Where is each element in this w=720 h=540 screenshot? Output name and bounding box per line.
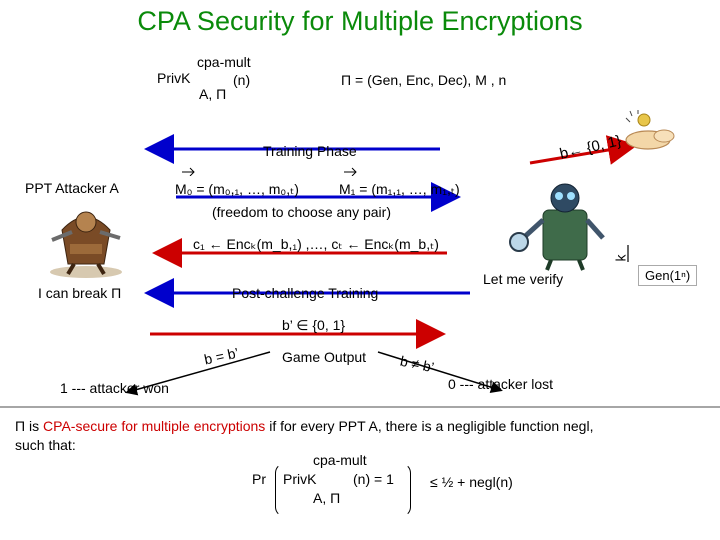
vector-arrow-icon (344, 167, 357, 176)
key-label: k (612, 254, 629, 262)
prob-bound: ≤ ½ + negl(n) (430, 474, 513, 490)
prob-pr: Pr (252, 471, 266, 487)
output-arrow-won (125, 351, 271, 396)
ciphertexts-label: c₁ ← Encₖ(m_b,₁) ,…, cₜ ← Encₖ(m_b,ₜ) (193, 236, 439, 252)
vector-arrow-icon (182, 167, 195, 176)
output-arrow-lost (377, 351, 503, 394)
training-phase-label: Training Phase (263, 143, 357, 159)
scheme-definition: Π = (Gen, Enc, Dec), M , n (341, 72, 507, 88)
slide-title: CPA Security for Multiple Encryptions (137, 6, 583, 36)
attacker-warrior-image (50, 211, 122, 278)
prob-base: PrivK (283, 471, 317, 487)
attacker-label: PPT Attacker A (25, 180, 119, 196)
definition-rest: if for every PPT A, there is a negligibl… (269, 418, 594, 434)
prob-subscript: A, Π (313, 490, 341, 506)
definition-line-1: Π is CPA-secure for multiple encryptions… (15, 418, 593, 434)
attacker-won-label: 1 --- attacker won (60, 380, 169, 396)
freedom-note: (freedom to choose any pair) (212, 204, 391, 220)
message-vector-0: M₀ = (m₀,₁, …, m₀,ₜ) (175, 181, 299, 197)
prob-argument: (n) = 1 (353, 471, 394, 487)
post-challenge-label: Post-challenge Training (232, 285, 379, 301)
prob-parentheses (275, 463, 411, 517)
prob-superscript: cpa-mult (313, 452, 367, 468)
privk-subscript: A, Π (199, 86, 227, 102)
privk-base: PrivK (157, 70, 191, 86)
privk-argument: (n) (233, 72, 251, 88)
definition-is: is (29, 418, 40, 434)
let-me-verify-label: Let me verify (483, 271, 564, 287)
definition-line-2: such that: (15, 437, 76, 453)
b-prime-label: b’ ∈ {0, 1} (282, 317, 346, 333)
gen-label: Gen(1ⁿ) (645, 268, 691, 283)
i-can-break-label: I can break Π (38, 285, 122, 301)
gen-box: Gen(1ⁿ) (638, 265, 698, 286)
challenger-robot-image (509, 183, 605, 271)
game-output-label: Game Output (282, 349, 367, 365)
definition-cpa-secure: CPA-secure for multiple encryptions (43, 418, 266, 434)
b-choice-arrow (529, 135, 638, 165)
privk-superscript: cpa-mult (197, 54, 251, 70)
definition-pi: Π (15, 418, 26, 434)
message-vector-1: M₁ = (m₁,₁, …, m₁,ₜ) (339, 181, 460, 197)
coin-flip-hand-image (625, 110, 675, 150)
attacker-lost-label: 0 --- attacker lost (448, 376, 554, 392)
